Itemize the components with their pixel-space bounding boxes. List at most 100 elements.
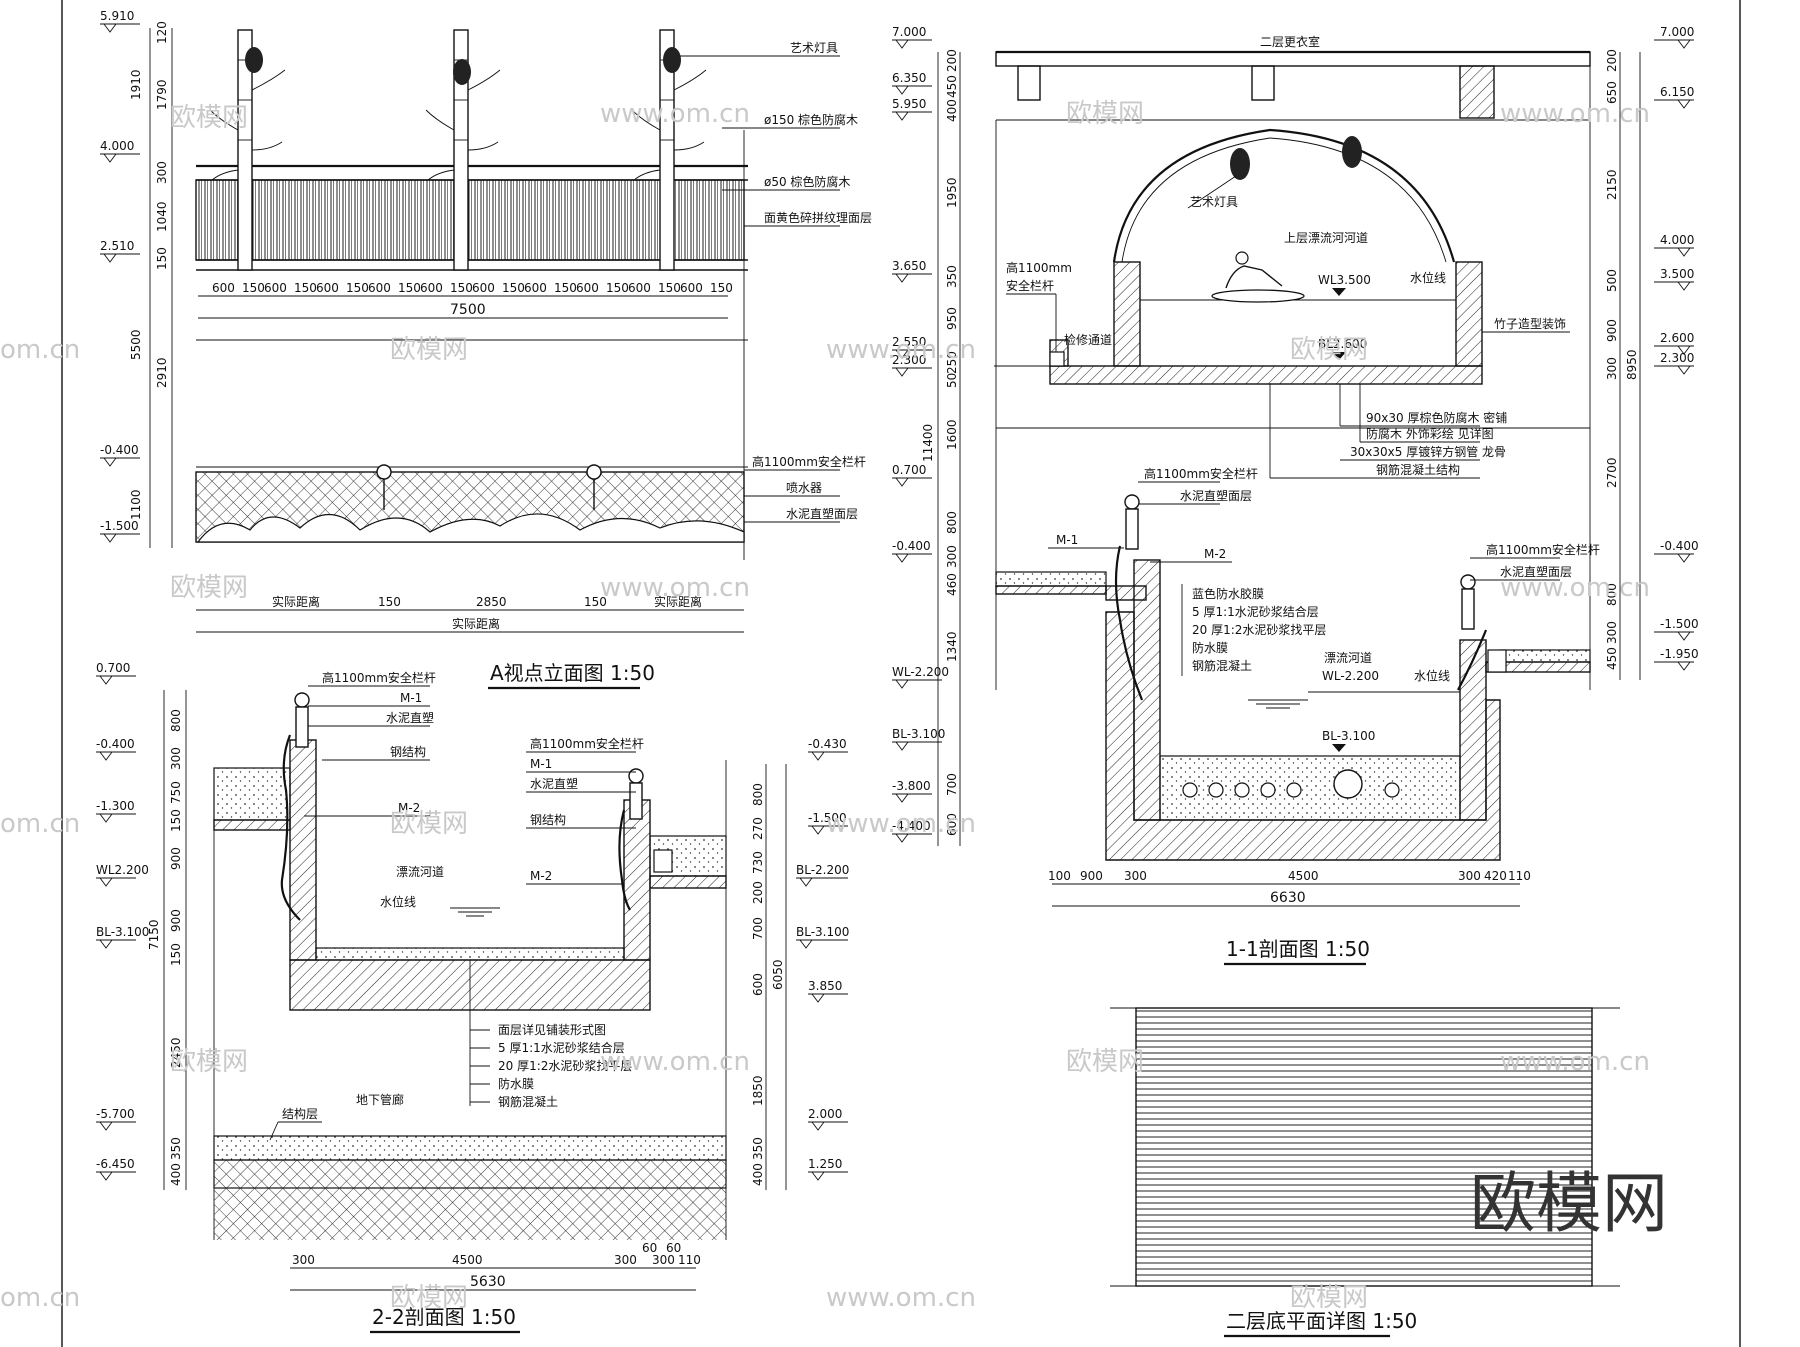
svg-text:2.300: 2.300 — [1660, 351, 1694, 365]
svg-text:600: 600 — [576, 281, 599, 295]
svg-text:水位线: 水位线 — [1414, 668, 1450, 683]
svg-text:漂流河道: 漂流河道 — [1324, 651, 1372, 665]
watermark-brand: 欧模网 — [1290, 335, 1368, 365]
svg-text:M-1: M-1 — [1056, 533, 1078, 547]
svg-text:600: 600 — [524, 281, 547, 295]
svg-text:2700: 2700 — [1605, 457, 1619, 488]
overall-dim: 7500 — [450, 302, 486, 318]
watermark-brand: 欧模网 — [1290, 1283, 1368, 1313]
svg-text:-6.450: -6.450 — [96, 1157, 135, 1171]
elevation-a-vertical-dims: 1910 5500 1100 120 1790 300 1040 150 291… — [129, 21, 169, 520]
svg-text:50: 50 — [945, 373, 959, 388]
safety-railing — [1457, 574, 1488, 691]
level-tag: 2.510 — [100, 239, 134, 253]
section-11-top-label: 二层更衣室 — [1260, 34, 1320, 49]
svg-text:750: 750 — [169, 781, 183, 804]
svg-text:350: 350 — [169, 1137, 183, 1160]
svg-text:350: 350 — [751, 1137, 765, 1160]
watermark-brand: 欧模网 — [1066, 99, 1144, 129]
svg-text:150: 150 — [346, 281, 369, 295]
svg-text:M-2: M-2 — [398, 801, 420, 815]
svg-text:BL-3.100: BL-3.100 — [892, 727, 945, 741]
art-lamp-icon — [663, 47, 681, 73]
svg-text:WL2.200: WL2.200 — [96, 863, 149, 877]
svg-text:蓝色防水胶膜: 蓝色防水胶膜 — [1192, 586, 1264, 601]
svg-text:-1.500: -1.500 — [1660, 617, 1699, 631]
svg-text:150: 150 — [294, 281, 317, 295]
svg-text:600: 600 — [680, 281, 703, 295]
svg-text:150: 150 — [450, 281, 473, 295]
elevation-a-levels: 5.910 4.000 2.510 -0.400 -1.500 — [100, 9, 140, 543]
svg-text:4500: 4500 — [452, 1253, 483, 1267]
section-11-right-levels: 7.000 6.150 4.000 3.500 2.600 2.300 -0.4… — [1654, 25, 1699, 671]
svg-text:800: 800 — [945, 511, 959, 534]
svg-text:水泥直塑: 水泥直塑 — [386, 710, 434, 725]
svg-text:600: 600 — [945, 813, 959, 836]
svg-text:检修通道: 检修通道 — [1064, 332, 1112, 347]
svg-text:150: 150 — [378, 595, 401, 609]
watermark-site: www.om.cn — [1500, 573, 1650, 603]
svg-text:200: 200 — [1605, 49, 1619, 72]
section-11-upper-notes: 艺术灯具 上层漂流河河道 高1100mm 安全栏杆 检修通道 WL3.500 水… — [1006, 175, 1570, 352]
svg-text:ø150 棕色防腐木: ø150 棕色防腐木 — [764, 112, 858, 127]
section-11-bottom-dims: 100 900 300 4500 300 420 110 — [1048, 869, 1531, 883]
svg-text:水泥直塑面层: 水泥直塑面层 — [1180, 488, 1252, 503]
bottom-level-icon — [1332, 352, 1346, 360]
watermark-logo: 欧模网 — [1470, 1165, 1668, 1242]
svg-text:-1.300: -1.300 — [96, 799, 135, 813]
watermark-site: www.om.cn — [826, 809, 976, 839]
svg-text:450: 450 — [945, 75, 959, 98]
svg-text:高1100mm安全栏杆: 高1100mm安全栏杆 — [1486, 542, 1600, 557]
svg-text:高1100mm: 高1100mm — [1006, 260, 1072, 275]
svg-text:-5.700: -5.700 — [96, 1107, 135, 1121]
svg-text:150: 150 — [606, 281, 629, 295]
watermark-corner: om.cn — [0, 1283, 80, 1313]
svg-text:200: 200 — [945, 49, 959, 72]
svg-text:-3.800: -3.800 — [892, 779, 931, 793]
section-11-left-dims: 200 450 400 1950 350 950 250 50 1600 800… — [921, 49, 959, 836]
svg-text:7150: 7150 — [147, 919, 161, 950]
svg-text:5 厚1:1水泥砂浆结合层: 5 厚1:1水泥砂浆结合层 — [1192, 604, 1319, 619]
svg-text:600: 600 — [316, 281, 339, 295]
svg-text:2850: 2850 — [476, 595, 507, 609]
bottom-level-icon — [1332, 744, 1346, 752]
svg-text:安全栏杆: 安全栏杆 — [1006, 278, 1054, 293]
sprinkler-icon — [586, 464, 602, 510]
watermark-site: www.om.cn — [600, 1047, 750, 1077]
svg-text:1100: 1100 — [129, 489, 143, 520]
bamboo-pole — [631, 29, 707, 271]
svg-text:5.950: 5.950 — [892, 97, 926, 111]
svg-text:M-2: M-2 — [1204, 547, 1226, 561]
svg-text:6.350: 6.350 — [892, 71, 926, 85]
svg-text:800: 800 — [169, 709, 183, 732]
svg-text:400: 400 — [169, 1163, 183, 1186]
svg-text:400: 400 — [945, 99, 959, 122]
structure-layer — [213, 1135, 727, 1161]
svg-text:600: 600 — [751, 973, 765, 996]
rafter-figure-icon — [1211, 251, 1305, 303]
svg-text:2450: 2450 — [169, 1037, 183, 1068]
svg-text:水位线: 水位线 — [1410, 270, 1446, 285]
drain-pipes — [1182, 769, 1400, 799]
svg-text:2150: 2150 — [1605, 169, 1619, 200]
water-level-icon — [1248, 699, 1308, 709]
pool-wall-left — [289, 739, 317, 961]
watermark-site: www.om.cn — [600, 99, 750, 129]
svg-text:-1.500: -1.500 — [808, 811, 847, 825]
svg-text:600: 600 — [264, 281, 287, 295]
svg-text:1950: 1950 — [945, 177, 959, 208]
svg-text:3.500: 3.500 — [1660, 267, 1694, 281]
svg-text:300: 300 — [1124, 869, 1147, 883]
svg-text:300: 300 — [169, 747, 183, 770]
svg-text:高1100mm安全栏杆: 高1100mm安全栏杆 — [322, 670, 436, 685]
svg-text:WL-2.200: WL-2.200 — [892, 665, 949, 679]
pool-wall-right — [623, 799, 651, 961]
svg-text:钢结构: 钢结构 — [390, 744, 426, 759]
svg-text:钢筋混凝土: 钢筋混凝土 — [498, 1094, 558, 1109]
svg-text:150: 150 — [242, 281, 265, 295]
water-level-icon — [450, 907, 500, 917]
elevation-a-bottom-dims: 实际距离 150 2850 150 实际距离 — [272, 594, 702, 609]
svg-text:ø50 棕色防腐木: ø50 棕色防腐木 — [764, 174, 850, 189]
svg-text:900: 900 — [1605, 319, 1619, 342]
